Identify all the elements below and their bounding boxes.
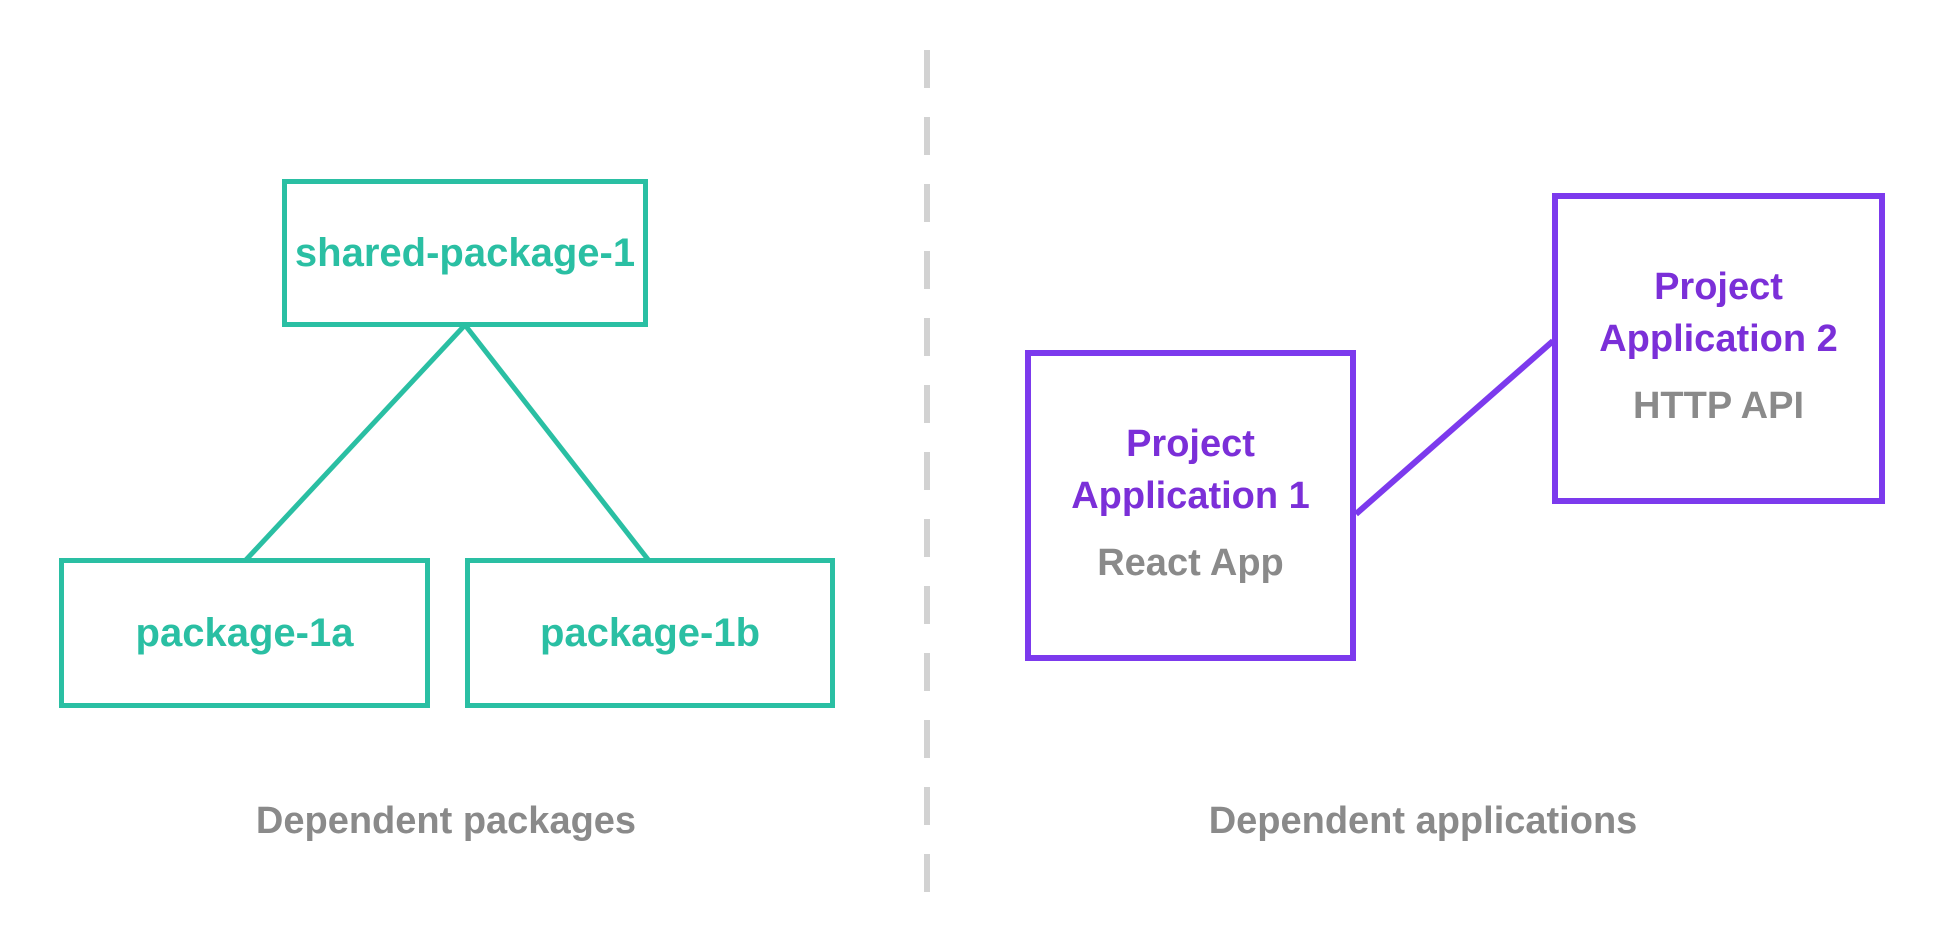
app-subtitle: React App (1097, 542, 1284, 584)
tree-edge-left (242, 323, 467, 564)
app-title: Project Application 2 (1599, 261, 1838, 365)
node-package-1b: package-1b (465, 558, 835, 708)
node-package-1a: package-1a (59, 558, 430, 708)
app-title-line2: Application 1 (1071, 475, 1310, 517)
right-panel-caption: Dependent applications (1208, 800, 1638, 842)
app-title-line1: Project (1126, 423, 1255, 465)
app-title-line2: Application 2 (1599, 318, 1838, 360)
node-shared-package-1: shared-package-1 (282, 179, 648, 327)
node-label: package-1b (539, 610, 761, 655)
node-project-application-1: Project Application 1 React App (1025, 350, 1356, 661)
app-subtitle: HTTP API (1632, 385, 1805, 427)
app-connector-line (1354, 338, 1555, 517)
node-label: shared-package-1 (294, 230, 636, 275)
node-project-application-2: Project Application 2 HTTP API (1552, 193, 1885, 504)
left-panel-caption: Dependent packages (255, 800, 637, 842)
tree-edge-right (463, 323, 652, 564)
app-title: Project Application 1 (1071, 418, 1310, 522)
node-label: package-1a (135, 610, 354, 655)
app-title-line1: Project (1654, 266, 1783, 308)
